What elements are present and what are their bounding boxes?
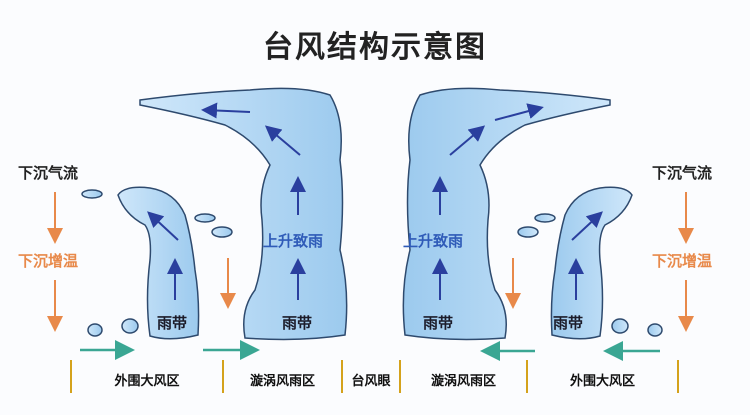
small-cloud: [194, 213, 216, 223]
zone-outer-wind: 外围大风区: [569, 374, 635, 389]
small-cloud: [611, 318, 629, 334]
inflow-arrows: [80, 340, 660, 361]
right-downdraft-label: 下沉气流: [652, 164, 713, 182]
rainband-label: 雨带: [282, 314, 313, 332]
updraft-arrow: [147, 211, 179, 241]
updraft-label: 上升致雨: [263, 232, 324, 250]
rainband-label: 雨带: [157, 314, 188, 332]
updraft-arrow: [449, 125, 486, 156]
rainband-label: 雨带: [423, 314, 454, 332]
updraft-arrow: [264, 125, 301, 156]
zone-outer-wind: 外围大风区: [114, 374, 180, 389]
right-clouds: [402, 87, 663, 341]
updraft-arrows: [147, 102, 603, 300]
outflow-arrow: [201, 102, 251, 119]
zone-dividers: [70, 360, 679, 393]
outer-rainband-cloud: [117, 186, 200, 340]
right-warming-label: 下沉增温: [652, 252, 713, 270]
rainband-label: 雨带: [553, 314, 584, 332]
small-cloud: [121, 318, 139, 334]
zone-eye: 台风眼: [351, 374, 391, 389]
small-cloud: [87, 323, 103, 337]
small-cloud: [647, 323, 663, 337]
outflow-arrow: [494, 103, 544, 121]
left-downdraft-label: 下沉气流: [18, 164, 79, 182]
downdraft-arrows: [47, 192, 694, 332]
updraft-arrow: [571, 211, 603, 241]
outer-rainband-cloud: [550, 186, 633, 340]
small-cloud: [211, 226, 233, 238]
small-cloud: [81, 189, 103, 199]
updraft-label: 上升致雨: [403, 232, 464, 250]
left-warming-label: 下沉增温: [18, 252, 79, 270]
diagram-title: 台风结构示意图: [263, 30, 487, 65]
left-clouds: [81, 87, 348, 341]
small-cloud: [517, 226, 539, 238]
zone-eyewall: 漩涡风雨区: [249, 374, 315, 389]
small-cloud: [534, 213, 556, 223]
zone-eyewall: 漩涡风雨区: [430, 374, 496, 389]
